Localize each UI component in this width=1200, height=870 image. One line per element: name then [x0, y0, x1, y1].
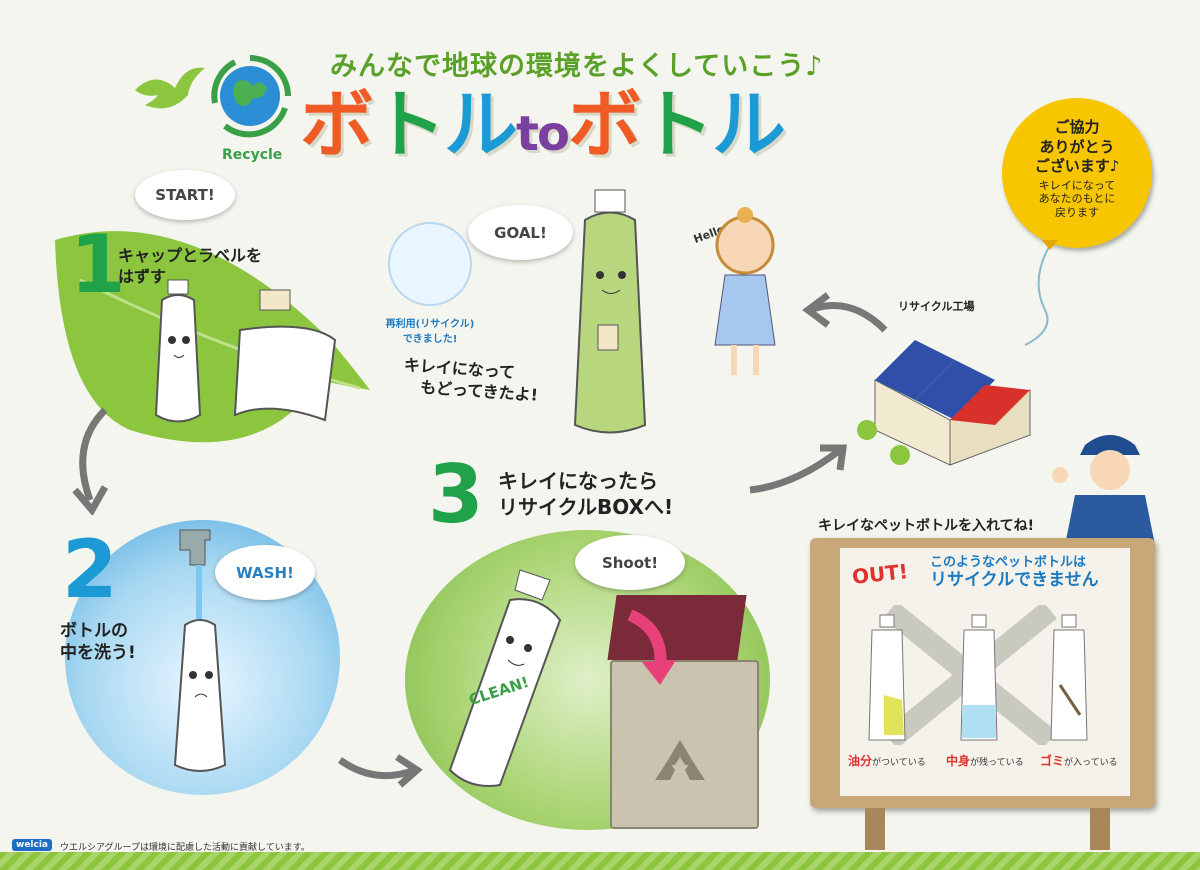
- step1-line: はずす: [118, 266, 167, 286]
- reuse-line: 再利用(リサイクル): [385, 319, 475, 330]
- goal-bubble: GOAL!: [468, 205, 573, 260]
- step2-line: 中を洗う!: [60, 643, 136, 664]
- title-part: ル: [711, 82, 786, 168]
- step3-text: キレイになったら リサイクルBOXへ!: [498, 468, 673, 520]
- warn-line: このようなペットボトルは: [930, 555, 1087, 570]
- balloon-message: ご協力 ありがとう ございます♪ キレイになって あなたのもとに 戻ります: [1010, 118, 1144, 220]
- step1-number: 1: [70, 218, 126, 311]
- arrow-into-bin-icon: [627, 610, 676, 685]
- main-title: ボトルtoボトル: [300, 88, 786, 162]
- bird-icon: [135, 67, 205, 109]
- arrow-up-right-icon: [749, 444, 848, 494]
- balloon-line: ありがとう: [1039, 137, 1115, 156]
- start-bubble: START!: [135, 170, 235, 220]
- reuse-circle: [388, 222, 472, 306]
- reuse-caption: 再利用(リサイクル) できました!: [370, 315, 490, 345]
- item-bold: 油分: [848, 754, 873, 768]
- step3-number: 3: [428, 448, 484, 541]
- worker-character: [1052, 435, 1155, 545]
- title-part: ボ: [567, 82, 642, 168]
- factory-label: リサイクル工場: [898, 300, 975, 313]
- item-rest: がついている: [872, 758, 926, 768]
- arrow-left-icon: [802, 292, 888, 333]
- arrow-down-icon: [72, 407, 109, 515]
- balloon-string: [1024, 240, 1058, 346]
- title-part: ト: [372, 82, 446, 168]
- board-item-2: 中身が残っている: [946, 752, 1024, 769]
- item-bold: 中身: [946, 754, 971, 768]
- balloon-line: ご協力: [1054, 118, 1100, 136]
- bottle-character-3: [448, 569, 562, 787]
- balloon-subline: 戻ります: [1055, 206, 1099, 219]
- warn-line: リサイクルできません: [930, 569, 1099, 590]
- board-bottles: [868, 605, 1088, 745]
- title-part: ル: [444, 82, 518, 168]
- bottle-character-2: [173, 529, 227, 772]
- recycle-icon: [655, 740, 705, 780]
- item-rest: が残っている: [970, 758, 1024, 768]
- girl-character: [714, 207, 776, 375]
- step1-text: キャップとラベルを はずす: [118, 246, 262, 288]
- step1-line: キャップとラベルを: [118, 246, 263, 265]
- factory-icon: [857, 340, 1031, 466]
- recycle-bin: [610, 660, 759, 829]
- footer-text: ウエルシアグループは環境に配慮した活動に貢献しています。: [60, 843, 310, 853]
- welcia-logo: welcia: [12, 839, 52, 851]
- step2-number: 2: [62, 523, 118, 616]
- shoot-bubble: Shoot!: [575, 535, 685, 590]
- title-part: to: [516, 106, 570, 162]
- title-part: ボ: [300, 82, 374, 168]
- step2-line: ボトルの: [60, 621, 128, 641]
- thanks-balloon: [1002, 98, 1152, 248]
- recycle-globe-icon: [211, 55, 291, 138]
- wash-bubble: WASH!: [215, 545, 315, 600]
- board-item-1: 油分がついている: [848, 752, 926, 769]
- reuse-line: できました!: [402, 334, 458, 345]
- board-post-left: [865, 808, 885, 850]
- green-bottle-character: [573, 189, 647, 434]
- bottom-stripe: [0, 852, 1200, 870]
- board-header: キレイなペットボトルを入れてね!: [818, 518, 1034, 534]
- board-item-3: ゴミが入っている: [1040, 752, 1118, 769]
- item-rest: が入っている: [1064, 758, 1118, 768]
- board-post-right: [1090, 808, 1110, 850]
- title-part: ト: [639, 82, 714, 168]
- bottle-character-1: [154, 279, 337, 423]
- balloon-line: ございます♪: [1034, 157, 1120, 175]
- balloon-subline: キレイになって: [1038, 178, 1116, 192]
- step3-line: キレイになったら: [498, 469, 658, 493]
- step3-line: リサイクルBOXへ!: [498, 495, 674, 519]
- subtitle: みんなで地球の環境をよくしていこう♪: [330, 51, 824, 82]
- step2-text: ボトルの 中を洗う!: [60, 620, 136, 664]
- balloon-subline: あなたのもとに: [1038, 192, 1116, 206]
- arrow-right-icon: [337, 754, 423, 788]
- item-bold: ゴミ: [1040, 754, 1065, 768]
- recycle-label: Recycle: [222, 147, 283, 163]
- board-warning: このようなペットボトルは リサイクルできません: [930, 555, 1099, 590]
